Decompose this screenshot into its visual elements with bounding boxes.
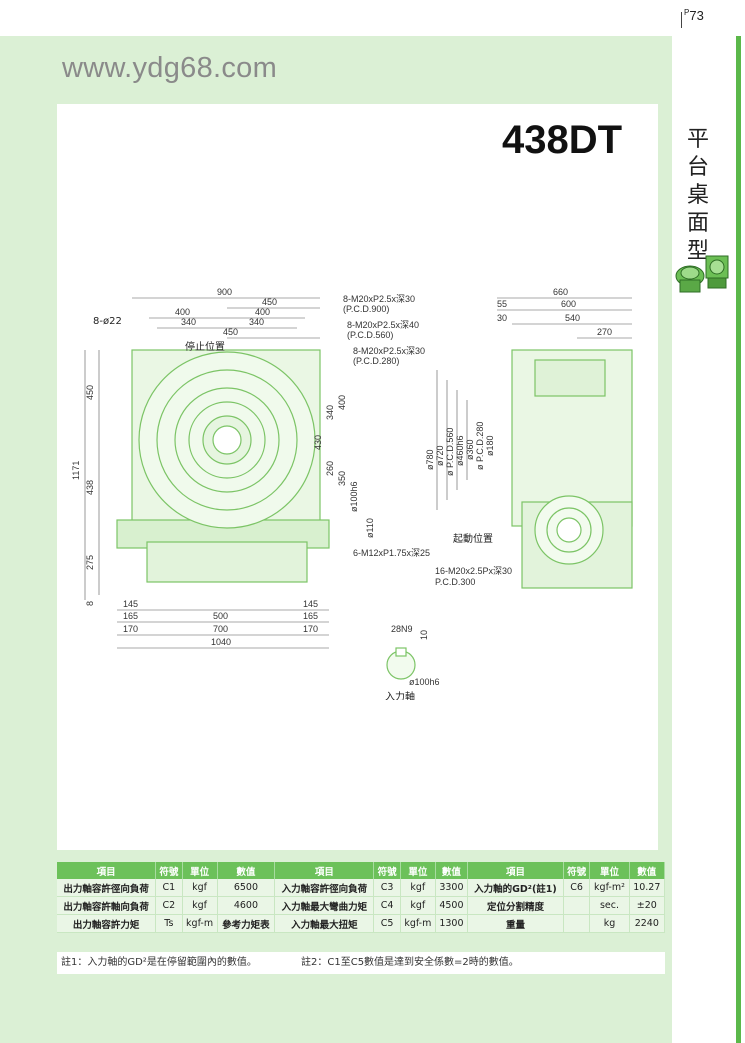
- col-symbol: 符號: [563, 862, 591, 879]
- note-2: 註2：C1至C5數值是達到安全係數=2時的數值。: [301, 957, 519, 968]
- product-thumbnail-icon: [675, 255, 729, 293]
- callout-2: 8-M20xP2.5x深40: [347, 320, 419, 330]
- dim-165-right: 165: [303, 611, 318, 621]
- dim-v-400: 400: [337, 395, 347, 410]
- dim-180: ø180: [485, 435, 495, 456]
- site-url[interactable]: www.ydg68.com: [62, 52, 278, 84]
- col-unit: 單位: [400, 862, 436, 879]
- dim-720: ø720: [435, 445, 445, 466]
- dim-1040: 1040: [211, 637, 231, 647]
- col-item: 項目: [57, 862, 157, 879]
- callout-3: 8-M20xP2.5x深30: [353, 346, 425, 356]
- col-symbol: 符號: [373, 862, 401, 879]
- gearbox-foot: [146, 541, 308, 583]
- dim-pcd280: ø P.C.D.280: [475, 422, 485, 470]
- dim-900: 900: [217, 287, 232, 297]
- dim-pcd560: ø P.C.D.560: [445, 428, 455, 476]
- dim-270: 270: [597, 327, 612, 337]
- dim-170-left: 170: [123, 624, 138, 634]
- dim-145-right: 145: [303, 599, 318, 609]
- col-item: 項目: [274, 862, 375, 879]
- col-unit: 單位: [182, 862, 218, 879]
- table-row: 出力軸容許力矩 Ts kgf-m 參考力矩表 入力軸最大扭矩 C5 kgf-m …: [57, 914, 666, 933]
- col-value: 數值: [629, 862, 666, 879]
- dim-28n9: 28N9: [391, 624, 413, 634]
- col-symbol: 符號: [155, 862, 183, 879]
- dim-660: 660: [553, 287, 568, 297]
- dim-340-right: 340: [249, 317, 264, 327]
- dim-v-350: 350: [337, 471, 347, 486]
- spec-table: 項目 符號 單位 數值 項目 符號 單位 數值 項目 符號 單位 數值 出力軸容…: [57, 862, 666, 933]
- dim-v-1171: 1171: [71, 461, 81, 480]
- dim-400-right: 400: [255, 307, 270, 317]
- hole-label: 8-ø22: [93, 316, 122, 327]
- callout-1: 8-M20xP2.5x深30: [343, 294, 415, 304]
- callout-3-pcd: (P.C.D.280): [353, 356, 399, 366]
- dim-v-340: 340: [325, 405, 335, 420]
- col-value: 數值: [435, 862, 468, 879]
- dim-v-275: 275: [85, 555, 95, 570]
- dim-450-lower: 450: [223, 327, 238, 337]
- dim-170-right: 170: [303, 624, 318, 634]
- dim-165-left: 165: [123, 611, 138, 621]
- dim-input-100h6: ø100h6: [409, 677, 440, 687]
- col-value: 數值: [217, 862, 276, 879]
- dim-55: 55: [497, 299, 507, 309]
- footnotes: 註1：入力軸的GD²是在停留範圍內的數值。 註2：C1至C5數值是達到安全係數=…: [57, 952, 665, 974]
- sidebar-accent-bar: [736, 36, 741, 1043]
- dim-400-left: 400: [175, 307, 190, 317]
- table-row: 出力軸容許軸向負荷 C2 kgf 4600 入力軸最大彎曲力矩 C4 kgf 4…: [57, 896, 666, 915]
- dim-shaft-100h6: ø100h6: [349, 481, 359, 512]
- col-item: 項目: [467, 862, 564, 879]
- dim-780: ø780: [425, 449, 435, 470]
- dim-30: 30: [497, 313, 507, 323]
- callout-4: 6-M12xP1.75x深25: [353, 548, 430, 558]
- dim-340-left: 340: [181, 317, 196, 327]
- dim-460h6: ø460h6: [455, 435, 465, 466]
- table-row: 出力軸容許徑向負荷 C1 kgf 6500 入力軸容許徑向負荷 C3 kgf 3…: [57, 879, 666, 897]
- dim-450: 450: [262, 297, 277, 307]
- dim-540: 540: [565, 313, 580, 323]
- dim-v-260: 260: [325, 461, 335, 476]
- callout-1-pcd: (P.C.D.900): [343, 304, 389, 314]
- technical-drawing: 900 450 400 400 340 340 450 8-ø22 停止位置 8…: [71, 287, 633, 700]
- dim-145-left: 145: [123, 599, 138, 609]
- dim-shaft-110: ø110: [365, 518, 375, 538]
- callout-5: 16-M20x2.5Px深30: [435, 566, 512, 576]
- dim-v-450: 450: [85, 385, 95, 400]
- callout-2-pcd: (P.C.D.560): [347, 330, 393, 340]
- start-position-label: 起動位置: [453, 532, 493, 545]
- model-title: 438DT: [502, 118, 623, 162]
- dim-500: 500: [213, 611, 228, 621]
- dim-10: 10: [419, 630, 429, 640]
- dim-v-8: 8: [85, 601, 95, 606]
- page-tick: [681, 12, 682, 28]
- side-title: 平台桌面型: [686, 127, 709, 264]
- dim-600: 600: [561, 299, 576, 309]
- col-unit: 單位: [589, 862, 630, 879]
- dim-v-430: 430: [313, 435, 323, 450]
- page-number: P73: [684, 8, 704, 23]
- input-shaft-label: 入力軸: [385, 690, 415, 700]
- spec-table-header: 項目 符號 單位 數值 項目 符號 單位 數值 項目 符號 單位 數值: [57, 862, 666, 879]
- note-1: 註1：入力軸的GD²是在停留範圍內的數值。: [61, 957, 257, 968]
- dim-v-438: 438: [85, 480, 95, 495]
- callout-5-pcd: P.C.D.300: [435, 577, 475, 587]
- dim-700: 700: [213, 624, 228, 634]
- dim-360: ø360: [465, 439, 475, 460]
- stop-position-label: 停止位置: [185, 340, 225, 353]
